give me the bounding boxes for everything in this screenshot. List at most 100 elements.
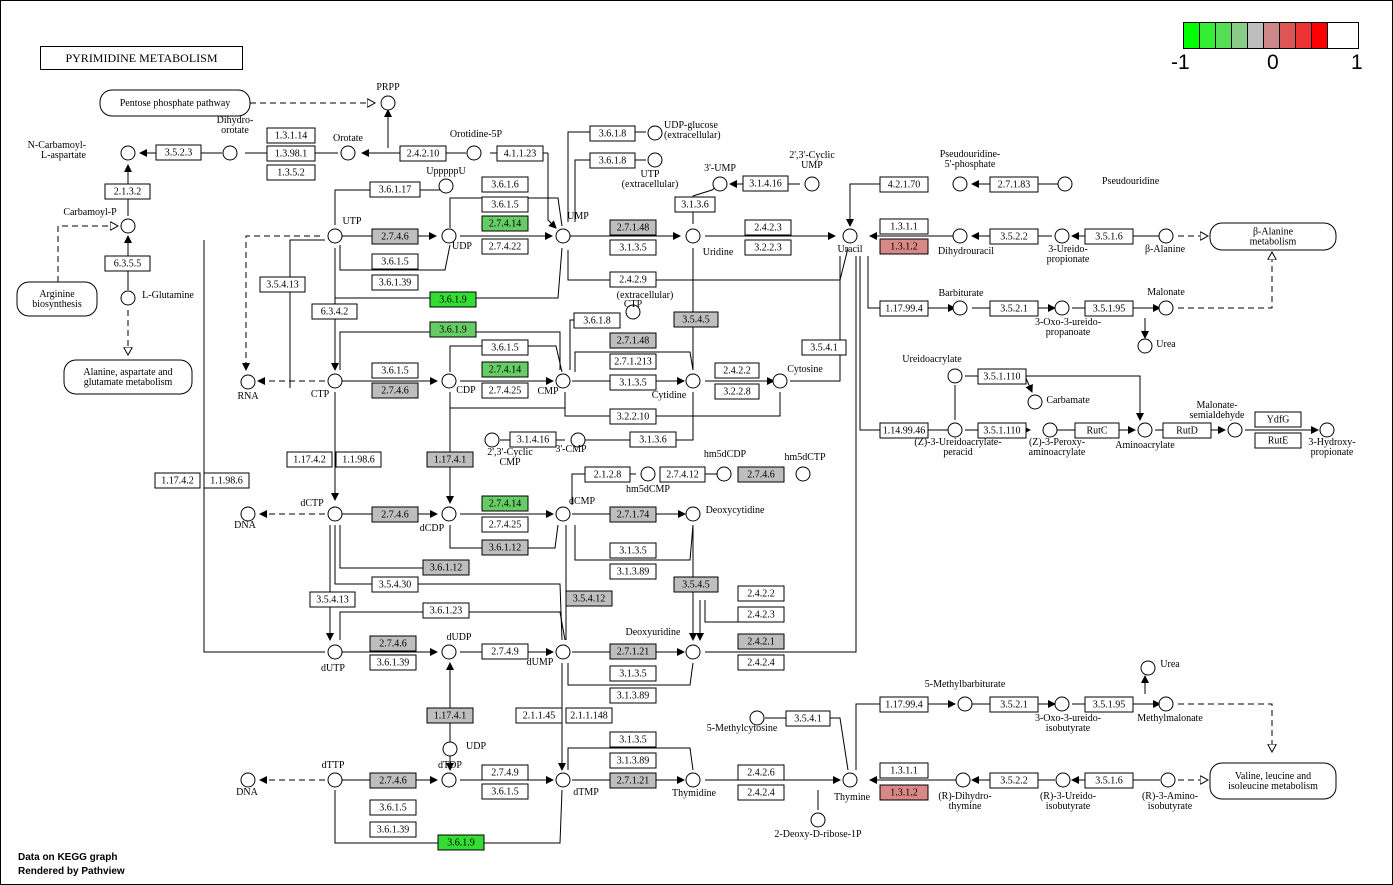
enzyme-node[interactable]: 2.7.4.14 (481, 495, 529, 512)
enzyme-node[interactable]: 3.2.2.8 (714, 383, 760, 400)
compound-node[interactable]: Methylmalonate (1137, 696, 1203, 724)
enzyme-node[interactable]: 1.3.1.14 (266, 127, 316, 144)
compound-node[interactable]: DNA (234, 506, 257, 531)
enzyme-node[interactable]: 3.2.2.3 (744, 239, 792, 256)
enzyme-node[interactable]: 3.2.2.10 (609, 408, 657, 425)
compound-node[interactable]: UTP (327, 216, 362, 244)
compound-node[interactable]: Uracil (838, 228, 863, 255)
enzyme-node[interactable]: 3.5.4.1 (785, 710, 831, 727)
enzyme-node[interactable]: 2.7.4.9 (481, 643, 529, 660)
enzyme-node[interactable]: 2.1.1.45 (515, 707, 563, 724)
compound-node[interactable]: Pseudouridine-5'-phosphate (940, 149, 1001, 192)
enzyme-node[interactable]: RutE (1254, 432, 1302, 449)
enzyme-node[interactable]: 2.7.1.74 (609, 506, 657, 523)
compound-node[interactable]: Aminoacrylate (1115, 422, 1175, 451)
enzyme-node[interactable]: 2.7.1.21 (609, 643, 657, 660)
enzyme-node[interactable]: 1.3.5.2 (266, 164, 316, 181)
enzyme-node[interactable]: 1.17.4.2 (286, 451, 333, 468)
enzyme-node[interactable]: 2.1.3.2 (104, 183, 151, 200)
enzyme-node[interactable]: 3.6.1.8 (589, 152, 636, 169)
enzyme-node[interactable]: RutC (1074, 422, 1120, 439)
enzyme-node[interactable]: 3.6.1.39 (369, 821, 417, 838)
enzyme-node[interactable]: 3.6.1.5 (371, 253, 419, 270)
enzyme-node[interactable]: 3.6.1.12 (422, 559, 470, 576)
enzyme-node[interactable]: 2.4.2.1 (737, 633, 785, 650)
enzyme-node[interactable]: 1.3.1.1 (879, 218, 929, 235)
compound-node[interactable]: Cytidine (652, 373, 701, 401)
compound-node[interactable]: Orotate (333, 133, 364, 161)
enzyme-node[interactable]: 3.6.1.9 (437, 834, 485, 851)
enzyme-node[interactable]: 2.7.4.6 (371, 506, 419, 523)
enzyme-node[interactable]: 3.6.1.8 (573, 312, 621, 329)
enzyme-node[interactable]: YdfG (1254, 411, 1302, 428)
enzyme-node[interactable]: 2.7.4.6 (371, 382, 419, 399)
enzyme-node[interactable]: 3.5.2.1 (989, 696, 1039, 713)
enzyme-node[interactable]: 3.1.3.89 (609, 563, 657, 580)
compound-node[interactable]: dUMP (527, 644, 571, 668)
enzyme-node[interactable]: 3.6.1.6 (481, 176, 529, 193)
enzyme-node[interactable]: 3.5.4.12 (565, 590, 613, 607)
enzyme-node[interactable]: 3.5.2.3 (155, 144, 202, 161)
compound-node[interactable]: Orotidine-5P (450, 129, 503, 161)
compound-node[interactable]: hm5dCTP (784, 452, 826, 482)
enzyme-node[interactable]: 6.3.5.5 (104, 255, 151, 272)
enzyme-node[interactable]: 3.6.1.8 (589, 125, 636, 142)
compound-node[interactable]: CMP (537, 373, 571, 397)
enzyme-node[interactable]: 3.1.3.5 (609, 239, 657, 256)
compound-node[interactable]: Thymine (834, 772, 871, 803)
enzyme-node[interactable]: 3.6.1.39 (371, 274, 419, 291)
enzyme-node[interactable]: 2.7.1.48 (609, 332, 657, 349)
enzyme-node[interactable]: 2.7.1.213 (609, 353, 657, 370)
compound-node[interactable]: β-Alanine (1145, 228, 1186, 255)
compound-node[interactable]: dCTP (300, 498, 343, 522)
compound-node[interactable]: Barbiturate (939, 288, 985, 316)
enzyme-node[interactable]: 2.7.4.12 (659, 466, 706, 483)
compound-node[interactable]: N-Carbamoyl-L-aspartate (28, 140, 136, 161)
enzyme-node[interactable]: 3.5.4.13 (309, 591, 356, 608)
enzyme-node[interactable]: 3.6.1.5 (481, 783, 529, 800)
enzyme-node[interactable]: 3.6.1.9 (429, 321, 477, 338)
enzyme-node[interactable]: 3.1.3.5 (609, 542, 657, 559)
enzyme-node[interactable]: 1.17.4.1 (426, 451, 474, 468)
enzyme-node[interactable]: 3.5.1.95 (1084, 696, 1134, 713)
enzyme-node[interactable]: 3.1.3.5 (609, 665, 657, 682)
enzyme-node[interactable]: 3.6.1.5 (481, 339, 529, 356)
enzyme-node[interactable]: 3.6.1.39 (369, 654, 417, 671)
compound-node[interactable]: Deoxycytidine (685, 505, 765, 522)
enzyme-node[interactable]: 1.17.4.1 (426, 707, 474, 724)
enzyme-node[interactable]: 3.6.1.23 (422, 602, 470, 619)
compound-node[interactable]: Malonate (1147, 287, 1185, 316)
compound-node[interactable]: (R)-3-Ureido-isobutyrate (1040, 772, 1096, 812)
enzyme-node[interactable]: 2.4.2.3 (744, 219, 792, 236)
enzyme-node[interactable]: 2.4.2.2 (714, 362, 760, 379)
enzyme-node[interactable]: 2.1.2.8 (584, 466, 631, 483)
enzyme-node[interactable]: 2.7.4.9 (481, 764, 529, 781)
compound-node[interactable]: dTTP (322, 760, 345, 788)
enzyme-node[interactable]: 3.6.1.12 (481, 539, 529, 556)
enzyme-node[interactable]: 1.1.98.6 (203, 472, 250, 489)
enzyme-node[interactable]: 2.7.4.14 (481, 361, 529, 378)
compound-node[interactable]: 5-Methylbarbiturate (925, 679, 1006, 712)
compound-node[interactable]: UDP (442, 741, 486, 757)
compound-node[interactable]: 5-Methylcytosine (707, 710, 778, 734)
enzyme-node[interactable]: 2.7.4.6 (737, 466, 785, 483)
compound-node[interactable]: RNA (237, 374, 259, 402)
compound-node[interactable]: 2-Deoxy-D-ribose-1P (774, 812, 862, 840)
enzyme-node[interactable]: 3.1.4.16 (509, 431, 557, 448)
compound-node[interactable]: UDP (441, 228, 472, 252)
enzyme-node[interactable]: 2.4.2.4 (737, 654, 785, 671)
enzyme-node[interactable]: 3.5.1.6 (1084, 772, 1134, 789)
compound-node[interactable]: 3-Hydroxy-propionate (1308, 422, 1356, 458)
enzyme-node[interactable]: 3.5.4.13 (259, 276, 306, 293)
enzyme-node[interactable]: 3.1.3.5 (609, 731, 657, 748)
enzyme-node[interactable]: 2.7.1.21 (609, 772, 657, 789)
enzyme-node[interactable]: 2.7.4.25 (481, 516, 529, 533)
compound-node[interactable]: (R)-3-Amino-isobutyrate (1142, 772, 1198, 812)
enzyme-node[interactable]: 3.5.2.1 (989, 300, 1039, 317)
enzyme-node[interactable]: 1.3.98.1 (266, 145, 316, 162)
enzyme-node[interactable]: 1.3.1.2 (879, 784, 929, 801)
compound-node[interactable]: Carbamoyl-P (63, 207, 136, 234)
compound-node[interactable]: dCMP (555, 496, 595, 522)
